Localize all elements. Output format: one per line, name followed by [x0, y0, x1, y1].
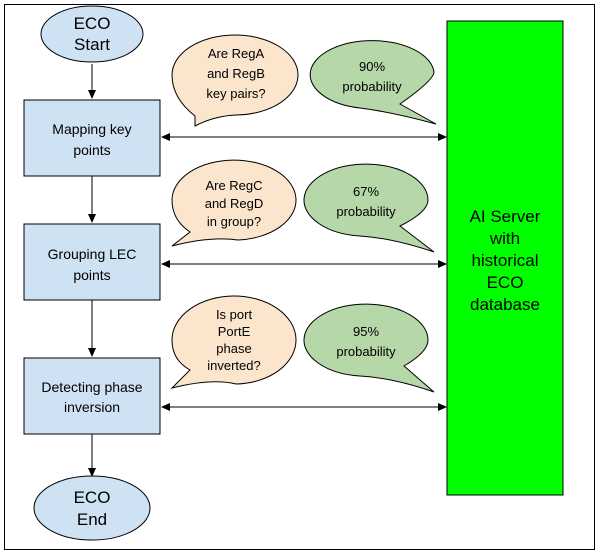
step-detecting-phase-inversion: Detecting phase inversion [23, 357, 161, 435]
ai-server-line: database [470, 295, 540, 314]
eco-start-node: ECO Start [40, 5, 144, 63]
outer-frame [4, 4, 595, 550]
step-mapping-key-points: Mapping key points [23, 99, 161, 177]
eco-start-shape [40, 5, 144, 63]
question-line: and RegB [207, 66, 265, 81]
probability-label: probability [342, 79, 402, 94]
ai-server-line: AI Server [470, 207, 541, 226]
step-label-line1: Mapping key [52, 121, 131, 137]
ai-server-line: with [489, 229, 520, 248]
question-line: key pairs? [206, 86, 265, 101]
probability-bubble-1: 90% probability [309, 40, 437, 125]
ai-server-shape [446, 20, 564, 496]
step-label-line1: Grouping LEC [48, 246, 137, 262]
question-bubble-shape [171, 159, 297, 247]
question-bubble-2: Are RegC and RegD in group? [171, 159, 297, 247]
question-line: phase [216, 341, 251, 356]
step-box [23, 357, 161, 435]
probability-bubble-shape [303, 303, 435, 393]
probability-value: 90% [359, 59, 385, 74]
eco-end-line1: ECO [74, 488, 111, 507]
eco-end-shape [33, 475, 151, 541]
question-bubble-1: Are RegA and RegB key pairs? [171, 34, 299, 127]
question-line: Are RegC [205, 178, 262, 193]
probability-bubble-shape [303, 163, 435, 253]
step-label-line1: Detecting phase [41, 379, 142, 395]
question-bubble-3: Is port PortE phase inverted? [170, 295, 297, 389]
step-box [23, 223, 161, 301]
question-bubble-shape [171, 34, 299, 127]
step-grouping-lec-points: Grouping LEC points [23, 223, 161, 301]
probability-label: probability [336, 204, 396, 219]
ai-server-line: ECO [487, 273, 524, 292]
question-bubble-shape [170, 295, 297, 389]
probability-value: 95% [353, 324, 379, 339]
probability-label: probability [336, 344, 396, 359]
probability-bubble-3: 95% probability [303, 303, 435, 393]
question-line: and RegD [205, 196, 264, 211]
ai-server-line: historical [471, 251, 538, 270]
question-line: Is port [216, 307, 253, 322]
step-label-line2: inversion [64, 399, 120, 415]
eco-start-line2: Start [74, 35, 110, 54]
question-line: PortE [218, 324, 251, 339]
eco-start-line1: ECO [74, 14, 111, 33]
probability-bubble-shape [309, 40, 437, 125]
eco-end-node: ECO End [33, 475, 151, 541]
question-line: inverted? [207, 358, 260, 373]
question-line: in group? [207, 214, 261, 229]
probability-value: 67% [353, 184, 379, 199]
step-label-line2: points [73, 142, 110, 158]
probability-bubble-2: 67% probability [303, 163, 435, 253]
ai-server-box: AI Server with historical ECO database [446, 20, 564, 496]
eco-end-line2: End [77, 510, 107, 529]
step-label-line2: points [73, 267, 110, 283]
step-box [23, 99, 161, 177]
question-line: Are RegA [208, 46, 265, 61]
